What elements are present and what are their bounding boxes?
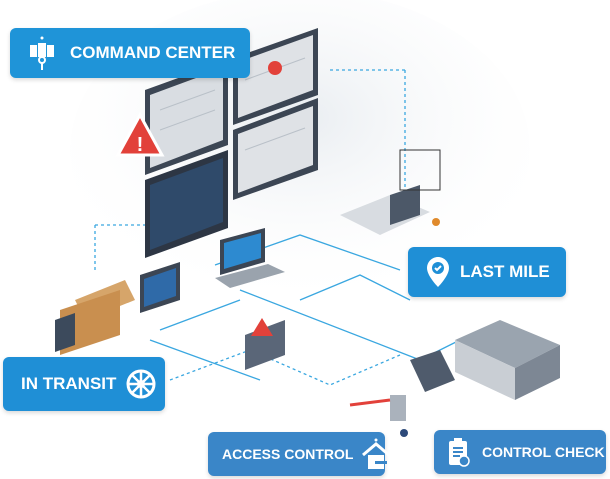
in-transit-label[interactable]: IN TRANSIT — [3, 357, 165, 411]
transit-truck — [55, 262, 180, 355]
command-tower-icon — [30, 36, 54, 70]
alert-icon — [115, 111, 165, 157]
warehouse — [410, 320, 560, 400]
svg-text:!: ! — [137, 134, 144, 156]
last-mile-scene — [340, 149, 441, 235]
control-check-label[interactable]: CONTROL CHECK — [434, 430, 606, 474]
control-check-text: CONTROL CHECK — [482, 444, 605, 460]
clipboard-check-icon — [449, 438, 470, 467]
monitor-wall: ! — [115, 28, 318, 258]
access-control-text: ACCESS CONTROL — [222, 446, 354, 462]
command-center-label[interactable]: COMMAND CENTER — [10, 28, 250, 78]
laptop — [215, 228, 285, 288]
in-transit-text: IN TRANSIT — [21, 374, 117, 393]
last-mile-label[interactable]: LAST MILE — [408, 247, 566, 297]
access-control-label[interactable]: ACCESS CONTROL — [208, 432, 391, 476]
home-icon — [362, 438, 391, 469]
map-pin-icon — [427, 257, 449, 287]
wheel-icon — [126, 369, 156, 399]
middle-truck — [245, 318, 285, 370]
command-center-text: COMMAND CENTER — [70, 43, 236, 62]
last-mile-text: LAST MILE — [460, 262, 550, 281]
access-gate — [349, 395, 408, 437]
